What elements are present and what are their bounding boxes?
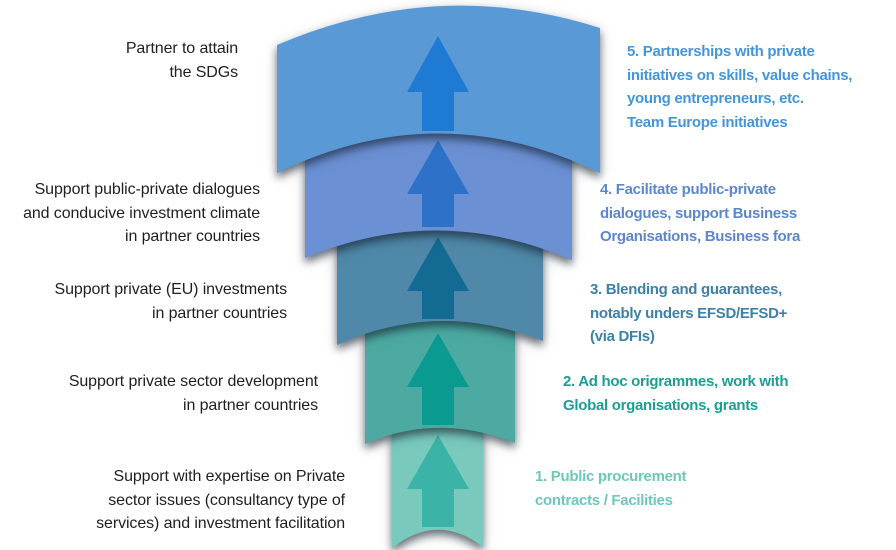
right-label-tier-5: 5. Partnerships with private initiatives… — [627, 43, 853, 131]
right-label-tier-2: 2. Ad hoc origrammes, work with Global o… — [563, 373, 789, 414]
right-label-tier-4: 4. Facilitate public-private dialogues, … — [600, 181, 800, 245]
left-label-tier-1: Support with expertise on Private sector… — [96, 468, 345, 532]
up-arrow-icon — [407, 237, 469, 319]
right-label-tier-3: 3. Blending and guarantees, notably unde… — [590, 281, 788, 345]
up-arrow-icon — [407, 333, 469, 425]
left-label-tier-4: Support public-private dialogues and con… — [23, 181, 260, 245]
up-arrow-icon — [407, 140, 469, 227]
up-arrow-icon — [407, 435, 469, 527]
left-label-tier-2: Support private sector development in pa… — [68, 373, 318, 414]
left-label-tier-5: Partner to attain the SDGs — [125, 40, 238, 81]
left-label-tier-3: Support private (EU) investments in part… — [54, 281, 288, 322]
up-arrow-icon — [407, 36, 469, 131]
right-label-tier-1: 1. Public procurement contracts / Facili… — [535, 468, 687, 509]
